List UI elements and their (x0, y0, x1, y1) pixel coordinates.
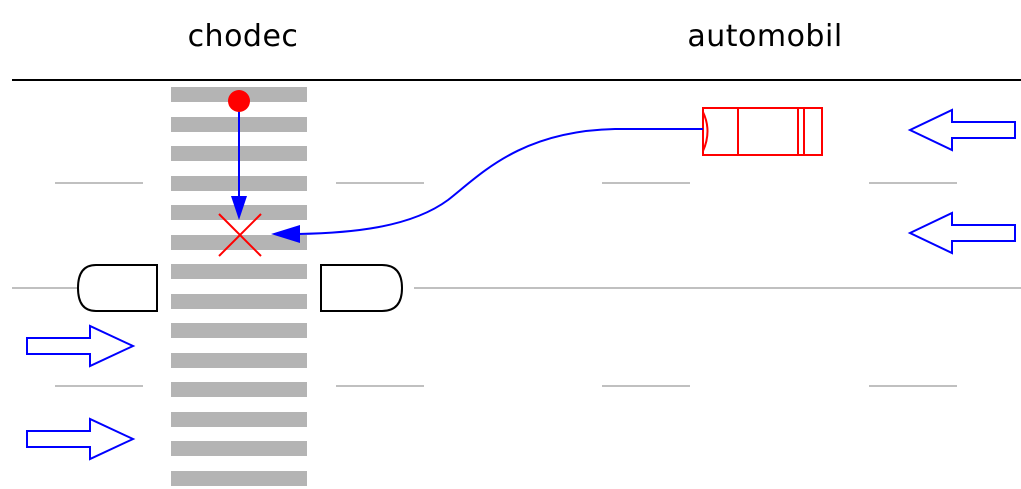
traffic-island-left (76, 264, 158, 312)
collision-x-stroke (218, 213, 262, 257)
car-icon (702, 107, 823, 156)
crosswalk-stripe (171, 353, 307, 368)
crosswalk-stripe (171, 264, 307, 279)
right-arrow-icon (26, 324, 136, 368)
car-trajectory-arrowhead-icon (271, 225, 300, 243)
crosswalk-stripe (171, 294, 307, 309)
right-arrow-icon (26, 417, 136, 461)
crosswalk-stripe (171, 441, 307, 456)
crosswalk-stripe (171, 382, 307, 397)
pedestrian-dot-icon (228, 90, 250, 112)
pedestrian-trajectory-arrowhead-icon (231, 196, 247, 220)
pedestrian-label: chodec (188, 19, 299, 54)
collision-x-icon (218, 213, 262, 257)
crosswalk-stripe (171, 323, 307, 338)
car-trajectory-path (297, 128, 703, 235)
car-body (702, 107, 823, 156)
car-bumper (702, 111, 709, 152)
car-label: automobil (687, 19, 842, 54)
traffic-island-right (320, 264, 404, 312)
left-arrow-icon (907, 211, 1016, 255)
left-arrow-icon (907, 108, 1016, 152)
crosswalk-stripe (171, 235, 307, 250)
crosswalk-stripe (171, 471, 307, 486)
crosswalk-stripe (171, 412, 307, 427)
